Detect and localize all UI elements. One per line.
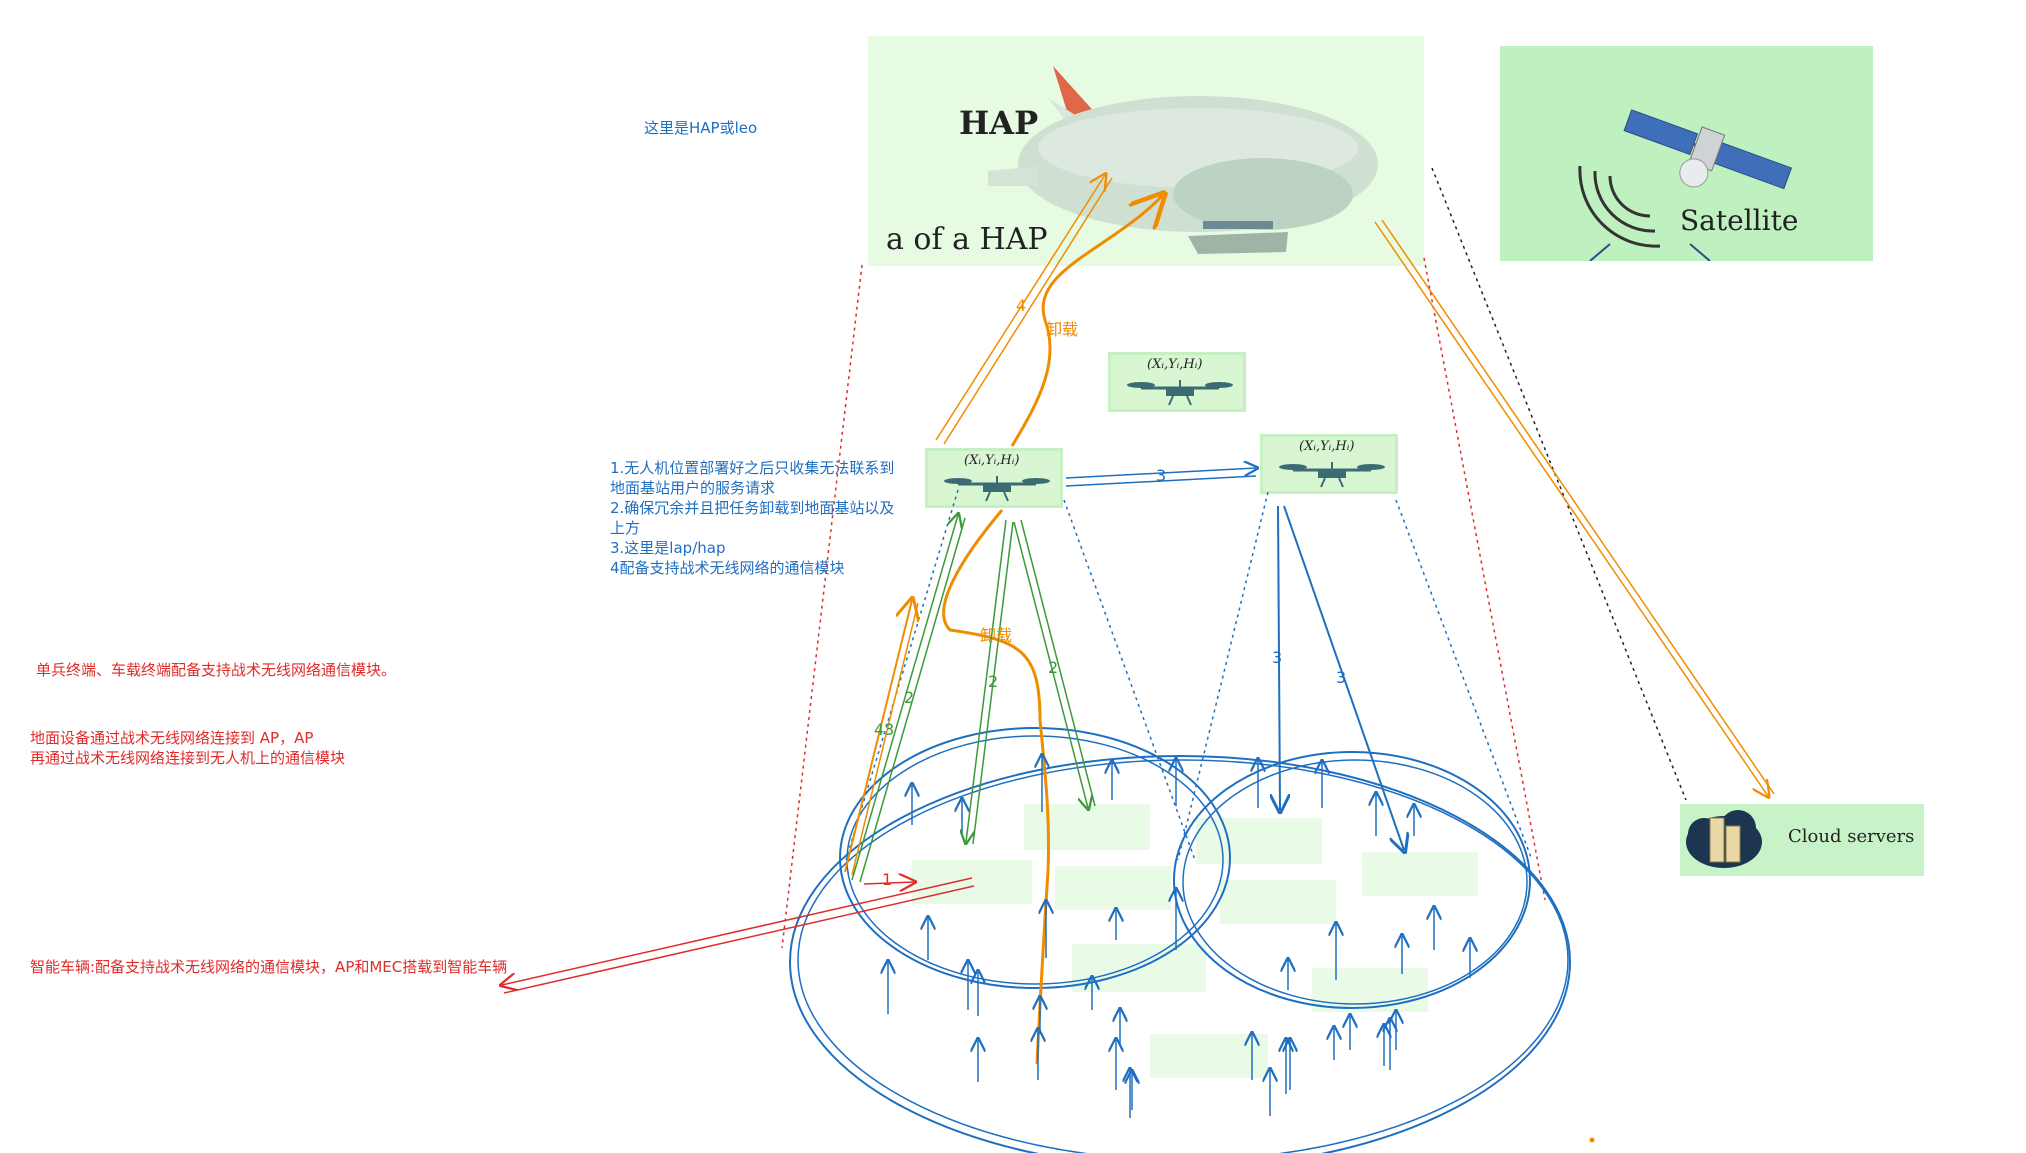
- ground-devices-note: 地面设备通过战术无线网络连接到 AP，AP 再通过战术无线网络连接到无人机上的通…: [30, 729, 346, 767]
- edge-label-3b: 3: [1336, 668, 1347, 687]
- smart-vehicle-note: 智能车辆:配备支持战术无线网络的通信模块，AP和MEC搭载到智能车辆: [30, 958, 508, 976]
- uav-right: (Xᵢ,Yᵢ,Hᵢ): [1260, 434, 1398, 494]
- mec-node: [1220, 880, 1336, 924]
- mec-node: [912, 860, 1032, 904]
- uav-left-coord: (Xᵢ,Yᵢ,Hᵢ): [964, 453, 1020, 468]
- offload-label-top: 卸载: [1046, 320, 1079, 339]
- uav-notes: 1.无人机位置部署好之后只收集无法联系到 地面基站用户的服务请求 2.确保冗余并…: [610, 459, 895, 577]
- hap-caption: a of a HAP: [886, 222, 1048, 257]
- edge-label-1: 1: [882, 870, 893, 889]
- drone-icon: [1127, 380, 1233, 406]
- offload-label-mid: 卸载: [980, 626, 1013, 645]
- satellite-icon: [1578, 109, 1793, 261]
- mec-node: [1312, 968, 1428, 1012]
- mec-node: [1055, 866, 1171, 910]
- mec-node: [1362, 852, 1478, 896]
- uav-right-coord: (Xᵢ,Yᵢ,Hᵢ): [1299, 439, 1355, 454]
- mec-node: [1196, 818, 1322, 864]
- soldier-terminal-note: 单兵终端、车载终端配备支持战术无线网络通信模块。: [36, 661, 397, 679]
- satellite-label: Satellite: [1680, 204, 1799, 237]
- hap-title: HAP: [959, 104, 1039, 142]
- edge-label-4: 4: [1016, 296, 1027, 315]
- uav-top: (Xᵢ,Yᵢ,Hᵢ): [1108, 352, 1246, 412]
- edge-label-2b: 2: [988, 672, 999, 691]
- drone-icon: [944, 476, 1050, 502]
- uav-top-coord: (Xᵢ,Yᵢ,Hᵢ): [1147, 357, 1203, 372]
- cloud-server-icon: [1686, 810, 1762, 868]
- drone-icon: [1279, 462, 1385, 488]
- edge-label-2c: 2: [1048, 658, 1059, 677]
- edge-label-3-horizontal: 3: [1156, 466, 1167, 485]
- edge-label-2a: 2: [904, 688, 915, 707]
- cloud-panel: Cloud servers: [1680, 804, 1924, 876]
- airship-icon: [988, 66, 1378, 254]
- satellite-panel: Satellite: [1500, 46, 1873, 261]
- hap-or-leo-note: 这里是HAP或leo: [644, 119, 758, 137]
- edge-label-3a: 3: [1272, 648, 1283, 667]
- edge-label-43: 43: [874, 720, 895, 739]
- cloud-label: Cloud servers: [1788, 826, 1915, 847]
- uav-left: (Xᵢ,Yᵢ,Hᵢ): [925, 448, 1063, 508]
